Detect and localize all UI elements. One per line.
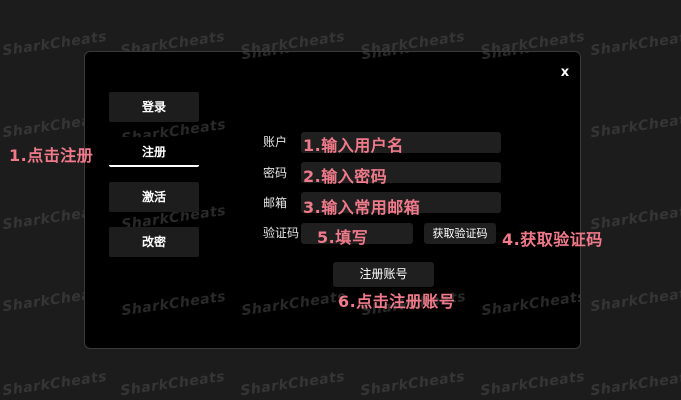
email-input[interactable] (301, 192, 501, 213)
watermark-text: SharkCheats (119, 368, 227, 400)
annotation-click-register-account: 6.点击注册账号 (338, 292, 456, 311)
watermark-text: SharkCheats (239, 368, 347, 400)
watermark-text: SharkCheats (359, 368, 467, 400)
verification-code-label: 验证码 (263, 226, 300, 240)
watermark-text: SharkCheats (589, 202, 681, 234)
watermark-text: SharkCheats (240, 52, 347, 63)
annotation-enter-username: 1.输入用户名 (303, 136, 404, 155)
watermark-text: SharkCheats (1, 368, 109, 400)
watermark-text: SharkCheats (480, 288, 581, 320)
annotation-enter-password: 2.输入密码 (303, 167, 388, 186)
account-input[interactable] (301, 132, 501, 153)
annotation-get-code: 4.获取验证码 (502, 230, 603, 249)
watermark-text: SharkCheats (240, 288, 348, 320)
close-button[interactable]: x (560, 65, 570, 80)
annotation-enter-email: 3.输入常用邮箱 (303, 198, 421, 217)
verification-code-input[interactable] (301, 223, 413, 244)
watermark-text: SharkCheats (480, 52, 580, 63)
annotation-click-register: 1.点击注册 (9, 146, 94, 165)
nav-register-button[interactable]: 注册 (109, 137, 199, 167)
register-account-button[interactable]: 注册账号 (333, 262, 434, 287)
watermark-text: SharkCheats (589, 110, 681, 142)
nav-change-password-button[interactable]: 改密 (109, 227, 199, 257)
account-label: 账户 (263, 135, 288, 149)
get-verification-code-button[interactable]: 获取验证码 (424, 223, 496, 244)
nav-activate-button[interactable]: 激活 (109, 182, 199, 212)
watermark-text: SharkCheats (120, 288, 228, 320)
annotation-fill-code: 5.填写 (317, 228, 369, 247)
password-input[interactable] (301, 162, 501, 183)
email-label: 邮箱 (263, 196, 288, 210)
nav-login-button[interactable]: 登录 (109, 92, 199, 122)
watermark-text: SharkCheats (360, 52, 467, 63)
watermark-text: SharkCheats (589, 368, 681, 400)
register-dialog: SharkCheats SharkCheats SharkCheats Shar… (84, 51, 581, 349)
watermark-text: SharkCheats (479, 368, 587, 400)
watermark-text: SharkCheats (589, 28, 681, 60)
password-label: 密码 (263, 166, 288, 180)
watermark-text: SharkCheats (589, 284, 681, 316)
